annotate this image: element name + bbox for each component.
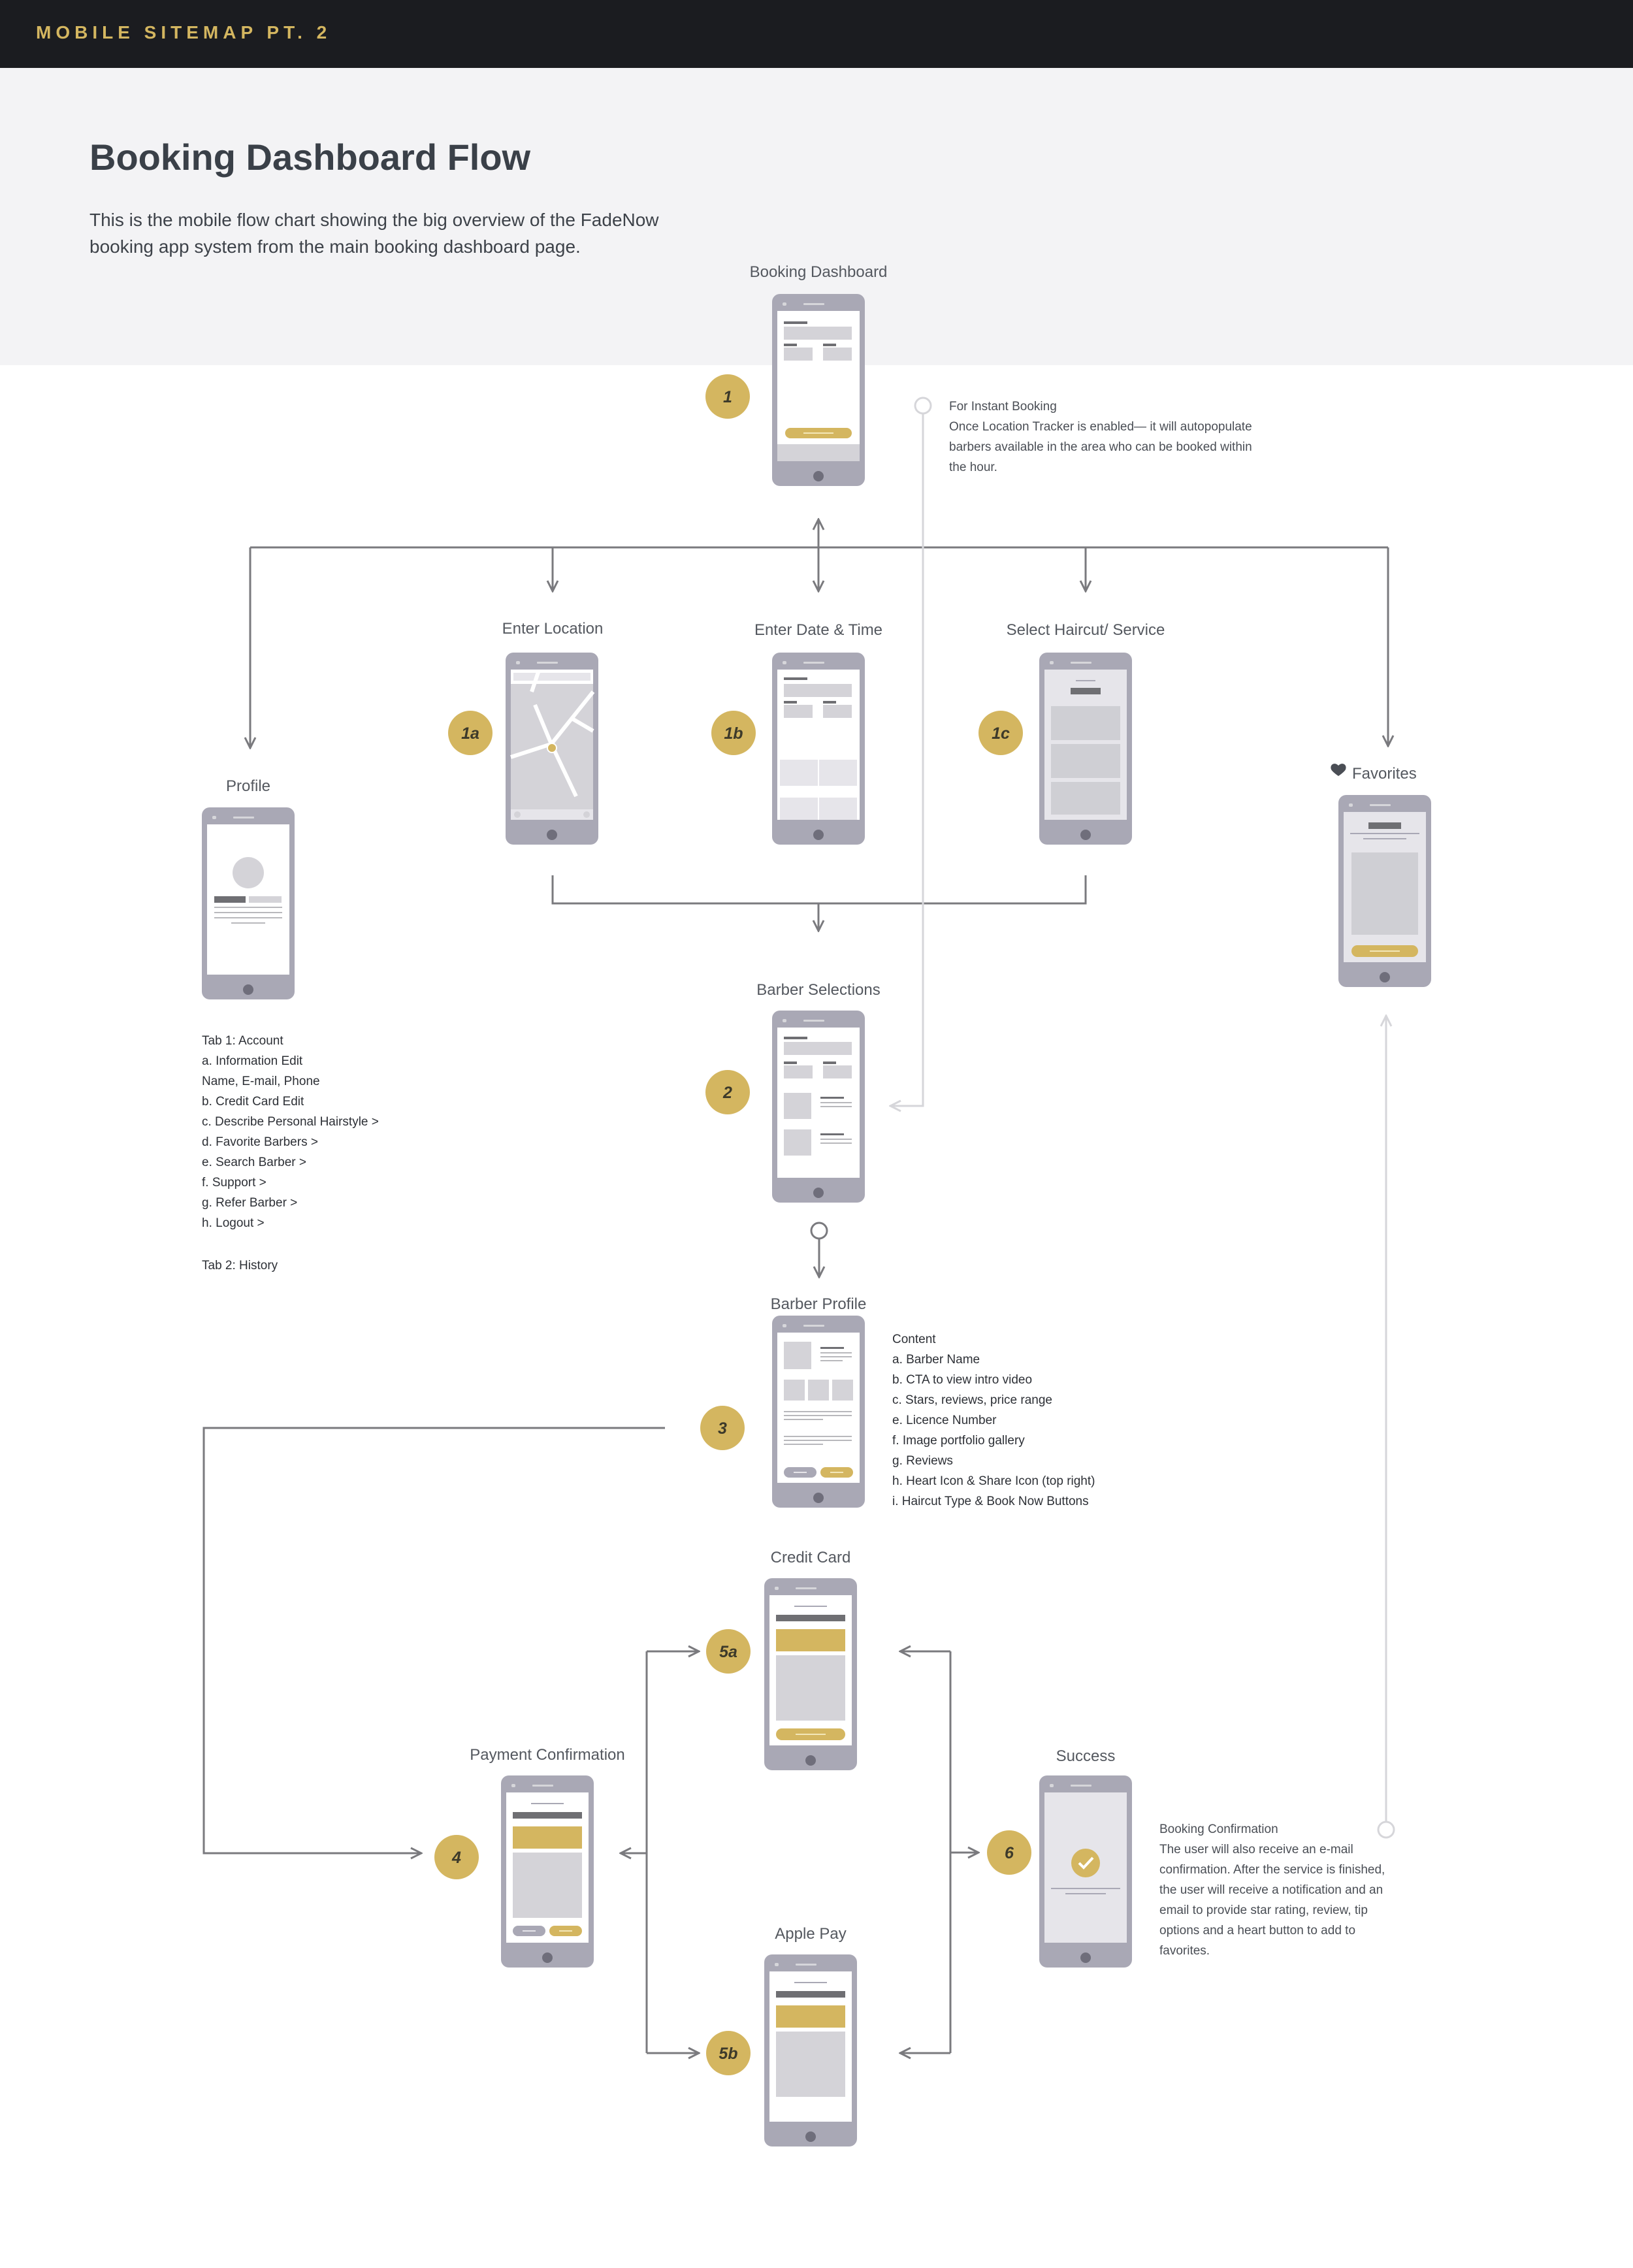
- phone-enter-location[interactable]: [506, 653, 598, 845]
- badge-1a: 1a: [461, 724, 479, 743]
- sitemap-label: MOBILE SITEMAP PT. 2: [36, 22, 332, 42]
- phone-barber-profile[interactable]: [772, 1316, 865, 1508]
- badge-1b: 1b: [724, 724, 743, 743]
- note-line: Booking Confirmation: [1159, 1822, 1278, 1836]
- badge-4: 4: [451, 1849, 461, 1867]
- note-line: Tab 1: Account: [202, 1034, 283, 1048]
- badge-5b: 5b: [719, 2045, 737, 2063]
- label-booking-dashboard: Booking Dashboard: [750, 263, 888, 281]
- label-enter-date-time: Enter Date & Time: [754, 621, 882, 639]
- page-title: Booking Dashboard Flow: [89, 137, 531, 178]
- note-line: the hour.: [949, 461, 997, 474]
- label-favorites: Favorites: [1352, 765, 1417, 783]
- note-line: a. Barber Name: [892, 1353, 980, 1367]
- note-profile-tabs: Tab 1: Account a. Information Edit Name,…: [202, 1034, 379, 1272]
- label-credit-card: Credit Card: [771, 1549, 851, 1566]
- booking-confirmation-node: [1377, 1821, 1395, 1839]
- badge-6: 6: [1005, 1844, 1014, 1862]
- note-line: e. Search Barber >: [202, 1156, 306, 1169]
- note-line: b. Credit Card Edit: [202, 1095, 304, 1109]
- connector-merge: [551, 875, 1087, 905]
- note-line: d. Favorite Barbers >: [202, 1135, 318, 1149]
- connectors: [202, 519, 1388, 2053]
- note-line: f. Image portfolio gallery: [892, 1434, 1025, 1448]
- phone-select-haircut[interactable]: [1039, 653, 1132, 845]
- connector-node-selections: [810, 1222, 828, 1240]
- intro-line-1: This is the mobile flow chart showing th…: [89, 210, 659, 230]
- label-profile: Profile: [226, 777, 270, 795]
- check-icon: [1071, 1849, 1100, 1877]
- note-line: Name, E-mail, Phone: [202, 1075, 320, 1088]
- note-line: the user will receive a notification and…: [1159, 1883, 1383, 1897]
- note-line: Tab 2: History: [202, 1259, 278, 1272]
- note-line: For Instant Booking: [949, 400, 1057, 413]
- intro-text: This is the mobile flow chart showing th…: [89, 206, 743, 260]
- label-payment-confirmation: Payment Confirmation: [470, 1746, 624, 1764]
- note-line: barbers available in the area who can be…: [949, 440, 1252, 454]
- connector-instant-booking: [890, 413, 924, 1106]
- note-instant-booking: For Instant Booking Once Location Tracke…: [949, 400, 1252, 474]
- note-line: email to provide star rating, review, ti…: [1159, 1904, 1368, 1917]
- phone-enter-date-time[interactable]: [772, 653, 865, 845]
- connector-loop-to-profile: [202, 1427, 665, 1853]
- badge-3: 3: [718, 1419, 727, 1438]
- badge-1: 1: [723, 388, 732, 406]
- phone-barber-selections[interactable]: [772, 1011, 865, 1203]
- note-line: Content: [892, 1333, 936, 1346]
- label-success: Success: [1056, 1747, 1116, 1765]
- note-line: options and a heart button to add to: [1159, 1924, 1355, 1937]
- intro-line-2: booking app system from the main booking…: [89, 236, 581, 257]
- phone-apple-pay[interactable]: [764, 1954, 857, 2146]
- label-select-haircut: Select Haircut/ Service: [1007, 621, 1165, 639]
- note-line: a. Information Edit: [202, 1054, 303, 1068]
- phone-favorites[interactable]: [1338, 795, 1431, 987]
- screen-labels: Booking Dashboard Enter Location Enter D…: [226, 263, 1417, 1943]
- badge-1c: 1c: [992, 724, 1010, 743]
- top-bar: MOBILE SITEMAP PT. 2: [0, 0, 1633, 68]
- label-apple-pay: Apple Pay: [775, 1925, 846, 1943]
- phone-payment-confirmation[interactable]: [501, 1775, 594, 1968]
- note-line: e. Licence Number: [892, 1414, 997, 1427]
- label-barber-selections: Barber Selections: [756, 981, 880, 999]
- note-line: c. Describe Personal Hairstyle >: [202, 1115, 379, 1129]
- note-line: favorites.: [1159, 1944, 1210, 1958]
- note-line: f. Support >: [202, 1176, 267, 1190]
- heart-icon: [1331, 764, 1346, 776]
- note-line: g. Refer Barber >: [202, 1196, 297, 1210]
- phone-profile[interactable]: [202, 807, 295, 999]
- phone-success[interactable]: [1039, 1775, 1132, 1968]
- light-connectors: [890, 397, 1395, 1839]
- label-enter-location: Enter Location: [502, 620, 604, 638]
- note-line: g. Reviews: [892, 1454, 953, 1468]
- note-line: Once Location Tracker is enabled— it wil…: [949, 420, 1252, 434]
- phone-credit-card[interactable]: [764, 1578, 857, 1770]
- note-line: The user will also receive an e-mail: [1159, 1843, 1353, 1856]
- note-line: h. Heart Icon & Share Icon (top right): [892, 1474, 1095, 1488]
- note-line: b. CTA to view intro video: [892, 1373, 1032, 1387]
- phone-booking-dashboard[interactable]: [772, 294, 865, 486]
- badge-2: 2: [722, 1084, 732, 1102]
- note-line: i. Haircut Type & Book Now Buttons: [892, 1495, 1089, 1508]
- badges: 1 1a 1b 1c 2 3 4 5a 5b 6: [434, 374, 1031, 2075]
- note-line: h. Logout >: [202, 1216, 265, 1230]
- note-line: c. Stars, reviews, price range: [892, 1393, 1052, 1407]
- badge-5a: 5a: [719, 1643, 737, 1661]
- note-booking-confirmation: Booking Confirmation The user will also …: [1159, 1822, 1385, 1958]
- instant-booking-node: [914, 397, 932, 415]
- note-barber-profile-content: Content a. Barber Name b. CTA to view in…: [892, 1333, 1095, 1508]
- note-line: confirmation. After the service is finis…: [1159, 1863, 1385, 1877]
- label-barber-profile: Barber Profile: [771, 1295, 867, 1313]
